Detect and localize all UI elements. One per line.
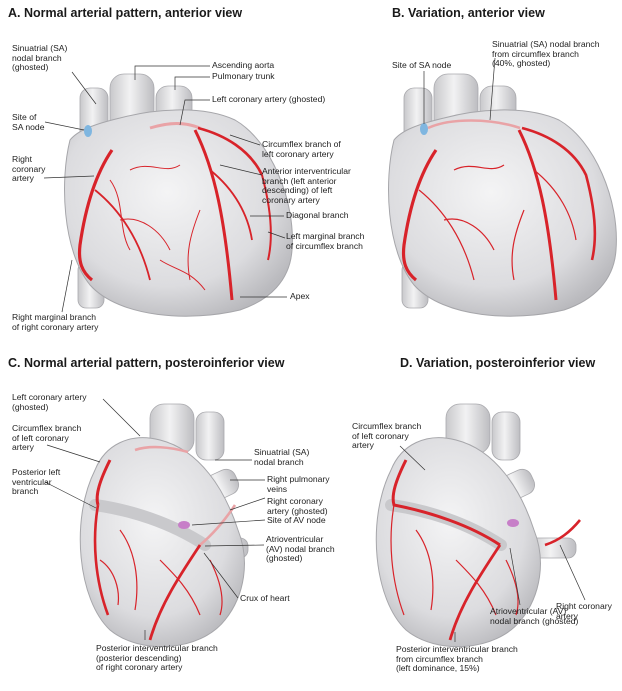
label-a-sa-nodal-branch: Sinuatrial (SA) nodal branch (ghosted)	[12, 44, 67, 73]
label-d-av-nodal-branch: Atrioventricular (AV) nodal branch (ghos…	[490, 607, 578, 626]
av-node-marker	[178, 521, 190, 529]
label-c-sa-nodal-branch: Sinuatrial (SA) nodal branch	[254, 448, 309, 467]
label-a-apex: Apex	[290, 292, 310, 302]
label-c-right-pulmonary-veins: Right pulmonary veins	[267, 475, 330, 494]
label-a-diagonal-branch: Diagonal branch	[286, 211, 349, 221]
av-node-marker	[507, 519, 519, 527]
label-c-posterior-interventricular: Posterior interventricular branch (poste…	[96, 644, 218, 673]
heart-body	[389, 110, 617, 316]
label-d-circumflex-branch: Circumflex branch of left coronary arter…	[352, 422, 421, 451]
label-c-posterior-left-ventricular: Posterior left ventricular branch	[12, 468, 60, 497]
label-a-right-coronary-artery: Right coronary artery	[12, 155, 45, 184]
panel-a-heart	[65, 74, 293, 316]
label-d-posterior-interventricular: Posterior interventricular branch from c…	[396, 645, 518, 674]
sa-node-marker	[84, 125, 92, 137]
label-a-left-coronary-artery: Left coronary artery (ghosted)	[212, 95, 325, 105]
label-b-sa-nodal-from-circumflex: Sinuatrial (SA) nodal branch from circum…	[492, 40, 599, 69]
sa-node-marker	[420, 123, 428, 135]
label-c-crux-of-heart: Crux of heart	[240, 594, 290, 604]
label-a-circumflex-branch: Circumflex branch of left coronary arter…	[262, 140, 341, 159]
label-a-left-marginal-branch: Left marginal branch of circumflex branc…	[286, 232, 364, 251]
heart-body	[65, 110, 293, 316]
label-a-anterior-interventricular: Anterior interventricular branch (left a…	[262, 167, 351, 205]
panel-c-heart	[80, 404, 248, 647]
label-a-site-sa-node: Site of SA node	[12, 113, 45, 132]
svc-vessel	[492, 412, 520, 460]
label-a-pulmonary-trunk: Pulmonary trunk	[212, 72, 275, 82]
label-c-av-nodal-branch: Atrioventricular (AV) nodal branch (ghos…	[266, 535, 335, 564]
label-c-circumflex-branch: Circumflex branch of left coronary arter…	[12, 424, 81, 453]
label-b-site-sa-node: Site of SA node	[392, 61, 451, 71]
label-a-ascending-aorta: Ascending aorta	[212, 61, 274, 71]
label-a-right-marginal-branch: Right marginal branch of right coronary …	[12, 313, 98, 332]
label-c-site-av-node: Site of AV node	[267, 516, 326, 526]
label-c-left-coronary-artery: Left coronary artery (ghosted)	[12, 393, 87, 412]
panel-b-heart	[389, 74, 617, 316]
label-c-right-coronary-artery: Right coronary artery (ghosted)	[267, 497, 328, 516]
svc-vessel	[196, 412, 224, 460]
